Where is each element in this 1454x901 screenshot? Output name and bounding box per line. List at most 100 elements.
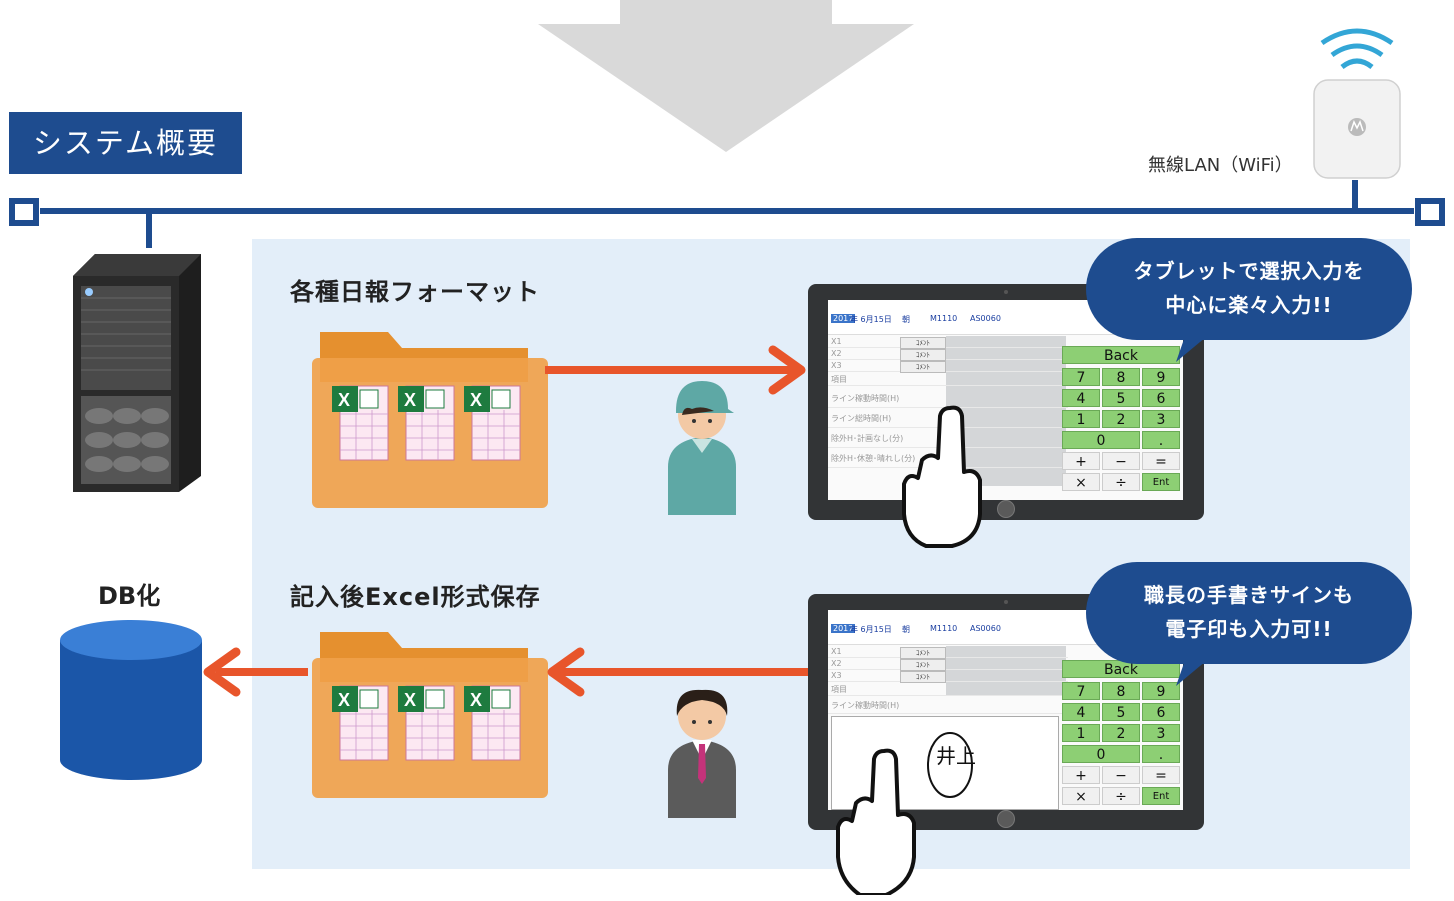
comment-button[interactable]: ｺﾒﾝﾄ [900, 349, 946, 361]
svg-text:X: X [470, 390, 482, 410]
server-icon [73, 254, 201, 492]
row-header: 項目 [828, 374, 1068, 386]
year-field[interactable]: 2017 [831, 624, 856, 633]
network-line [9, 180, 1445, 248]
row-x3: X3 [828, 670, 1068, 682]
page-title: システム概要 [9, 112, 242, 174]
key-4[interactable]: 4 [1062, 703, 1100, 721]
key-minus[interactable]: − [1102, 766, 1140, 784]
key-3[interactable]: 3 [1142, 724, 1180, 742]
tablet-input-screen: 2017 年 6月15日 朝 M1110 AS0060 X1 X2 X3 ｺﾒﾝ… [808, 284, 1204, 520]
flow-down-arrow [538, 0, 914, 152]
arrow-to-tablet [545, 345, 806, 395]
machine-field[interactable]: M1110 [930, 314, 958, 323]
key-divide[interactable]: ÷ [1102, 787, 1140, 805]
signature-stamp: 井上 [927, 732, 976, 798]
key-6[interactable]: 6 [1142, 389, 1180, 407]
key-8[interactable]: 8 [1102, 682, 1140, 700]
key-2[interactable]: 2 [1102, 410, 1140, 428]
camera-dot [1004, 290, 1008, 294]
wifi-access-point-icon [1313, 28, 1401, 179]
folder-icon: X X X [310, 628, 550, 814]
home-button[interactable] [997, 810, 1015, 828]
key-1[interactable]: 1 [1062, 410, 1100, 428]
key-back[interactable]: Back [1062, 346, 1180, 364]
comment-button[interactable]: ｺﾒﾝﾄ [900, 361, 946, 373]
key-multiply[interactable]: × [1062, 473, 1100, 491]
callout-bubble-signature: 職長の手書きサインも 電子印も入力可!! [1086, 562, 1412, 664]
comment-button[interactable]: ｺﾒﾝﾄ [900, 647, 946, 659]
line-field[interactable]: AS0060 [970, 624, 1001, 633]
shift-field[interactable]: 朝 [902, 625, 910, 634]
comment-button[interactable]: ｺﾒﾝﾄ [900, 671, 946, 683]
comment-button[interactable]: ｺﾒﾝﾄ [900, 659, 946, 671]
key-7[interactable]: 7 [1062, 682, 1100, 700]
arrow-to-db [203, 647, 308, 697]
key-divide[interactable]: ÷ [1102, 473, 1140, 491]
input-grid[interactable] [946, 646, 1066, 696]
year-field[interactable]: 2017 [831, 314, 856, 323]
tablet-screen: 2017 年 6月15日 朝 M1110 AS0060 X1 X2 X3 ｺﾒﾝ… [828, 300, 1183, 500]
key-4[interactable]: 4 [1062, 389, 1100, 407]
db-label: DB化 [98, 582, 161, 610]
numeric-keypad: Back 7 8 9 4 5 6 1 2 3 0 . + − = × ÷ Ent [1062, 346, 1183, 500]
key-equals[interactable]: = [1142, 452, 1180, 470]
key-multiply[interactable]: × [1062, 787, 1100, 805]
key-dot[interactable]: . [1142, 745, 1180, 763]
excel-icon: X [464, 680, 524, 762]
row-x1: X1 [828, 336, 1068, 348]
callout-tail [1176, 646, 1224, 686]
tablet-screen: 2017 年 6月15日 朝 M1110 AS0060 X1 X2 X3 ｺﾒﾝ… [828, 610, 1183, 810]
key-0[interactable]: 0 [1062, 745, 1140, 763]
key-2[interactable]: 2 [1102, 724, 1140, 742]
home-button[interactable] [997, 500, 1015, 518]
callout-line: 職長の手書きサインも [1144, 583, 1354, 607]
row-x2: X2 [828, 348, 1068, 360]
key-back[interactable]: Back [1062, 660, 1180, 678]
key-9[interactable]: 9 [1142, 368, 1180, 386]
signature-text: 井上 [936, 744, 976, 768]
key-8[interactable]: 8 [1102, 368, 1140, 386]
input-grid[interactable] [946, 336, 1066, 486]
excel-icon: X [398, 680, 458, 762]
key-dot[interactable]: . [1142, 431, 1180, 449]
wifi-label: 無線LAN（WiFi） [1148, 155, 1293, 176]
comment-button[interactable]: ｺﾒﾝﾄ [900, 337, 946, 349]
key-5[interactable]: 5 [1102, 389, 1140, 407]
key-0[interactable]: 0 [1062, 431, 1140, 449]
signature-pad[interactable]: 井上 [831, 716, 1059, 810]
pointing-hand-icon [836, 748, 916, 895]
date-field[interactable]: 年 6月15日 [850, 625, 892, 634]
database-icon [60, 620, 202, 780]
shift-field[interactable]: 朝 [902, 315, 910, 324]
svg-text:X: X [338, 390, 350, 410]
callout-line: タブレットで選択入力を [1133, 259, 1365, 283]
callout-bubble-input: タブレットで選択入力を 中心に楽々入力!! [1086, 238, 1412, 340]
key-enter[interactable]: Ent [1142, 473, 1180, 491]
key-3[interactable]: 3 [1142, 410, 1180, 428]
key-6[interactable]: 6 [1142, 703, 1180, 721]
arrow-to-folder [547, 647, 808, 697]
key-1[interactable]: 1 [1062, 724, 1100, 742]
key-plus[interactable]: + [1062, 766, 1100, 784]
key-7[interactable]: 7 [1062, 368, 1100, 386]
line-field[interactable]: AS0060 [970, 314, 1001, 323]
key-minus[interactable]: − [1102, 452, 1140, 470]
svg-text:X: X [338, 690, 350, 710]
key-equals[interactable]: = [1142, 766, 1180, 784]
machine-field[interactable]: M1110 [930, 624, 958, 633]
callout-line: 中心に楽々入力!! [1165, 293, 1333, 317]
key-5[interactable]: 5 [1102, 703, 1140, 721]
callout-line: 電子印も入力可!! [1165, 617, 1333, 641]
save-label: 記入後Excel形式保存 [290, 583, 541, 611]
formats-label: 各種日報フォーマット [290, 278, 540, 306]
key-plus[interactable]: + [1062, 452, 1100, 470]
date-field[interactable]: 年 6月15日 [850, 315, 892, 324]
key-9[interactable]: 9 [1142, 682, 1180, 700]
pointing-hand-icon [902, 405, 982, 548]
callout-tail [1176, 322, 1224, 362]
svg-text:X: X [404, 690, 416, 710]
excel-icon: X [332, 380, 392, 462]
svg-text:X: X [470, 690, 482, 710]
key-enter[interactable]: Ent [1142, 787, 1180, 805]
